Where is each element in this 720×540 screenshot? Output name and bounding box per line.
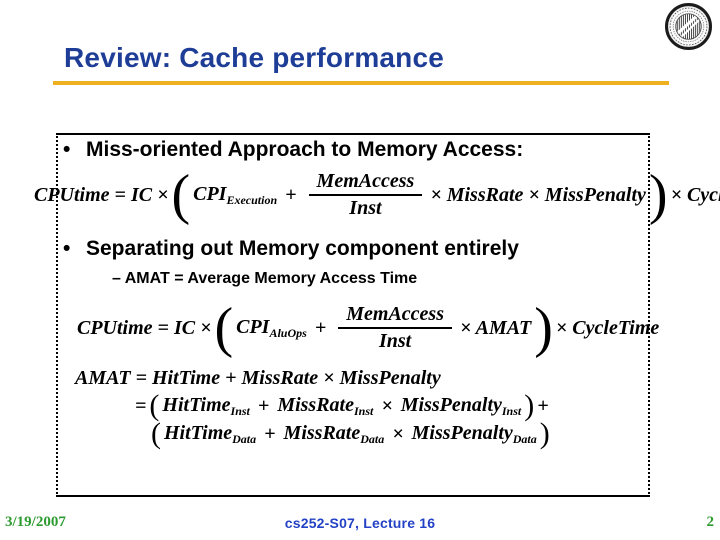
- bullet-icon: •: [63, 138, 71, 161]
- formula-amat-line3: ( HitTimeData + MissRateData × MissPenal…: [150, 418, 551, 450]
- formula1-cpi: CPIExecution: [193, 182, 278, 207]
- hittime-inst-term: HitTimeInst: [162, 393, 250, 418]
- formula2-mid: × AMAT: [460, 316, 532, 339]
- footer-course-label: cs252-S07, Lecture 16: [284, 515, 436, 531]
- missrate-data-term: MissRateData: [283, 421, 385, 446]
- page-number: 2: [706, 514, 715, 530]
- formula2-cpi: CPIAluOps: [236, 315, 307, 340]
- formula-amat-line2: = ( HitTimeInst + MissRateInst × MissPen…: [133, 390, 551, 422]
- formula1-mid: × MissRate × MissPenalty: [430, 183, 646, 206]
- close-paren-glyph: ): [534, 297, 553, 359]
- trailing-plus-operator: +: [537, 394, 549, 417]
- formula2-cpi-subscript: AluOps: [269, 325, 307, 340]
- missrate-inst-term: MissRateInst: [277, 393, 374, 418]
- close-paren-glyph: ): [539, 417, 550, 450]
- formula-cputime-aluops: CPUtime = IC × ( CPIAluOps + MemAccess I…: [75, 299, 661, 357]
- formula1-tail: × CycleTime: [670, 183, 720, 206]
- open-paren-glyph: (: [214, 297, 234, 359]
- bullet-icon: •: [63, 237, 71, 260]
- memaccess-per-inst-fraction: MemAccess Inst: [338, 303, 452, 353]
- memaccess-per-inst-fraction: MemAccess Inst: [308, 170, 423, 220]
- misspenalty-inst-term: MissPenaltyInst: [400, 393, 522, 418]
- page-title: Review: Cache performance: [64, 42, 445, 73]
- formula2-lead: CPUtime = IC ×: [77, 316, 212, 339]
- fraction-denominator: Inst: [338, 327, 452, 353]
- misspenalty-data-term: MissPenaltyData: [411, 421, 537, 446]
- fraction-numerator: MemAccess: [316, 170, 415, 192]
- plus-operator: +: [314, 316, 327, 339]
- plus-operator: +: [264, 422, 276, 445]
- equals-operator: =: [135, 394, 147, 417]
- plus-operator: +: [285, 183, 297, 206]
- bullet-separating-memory: • Separating out Memory component entire…: [63, 237, 519, 261]
- open-paren-glyph: (: [151, 417, 161, 450]
- plus-operator: +: [257, 394, 270, 417]
- footer-date: 3/19/2007: [5, 514, 66, 530]
- formula1-lead: CPUtime = IC ×: [34, 183, 169, 206]
- university-seal-icon: [665, 3, 712, 51]
- open-paren-glyph: (: [171, 164, 191, 226]
- open-paren-glyph: (: [149, 389, 160, 422]
- formula-cputime-miss-oriented: CPUtime = IC × ( CPIExecution + MemAcces…: [32, 166, 720, 224]
- formula2-tail: × CycleTime: [555, 316, 660, 339]
- close-paren-glyph: ): [524, 389, 535, 422]
- times-operator: ×: [381, 394, 393, 417]
- bullet2-label: Separating out Memory component entirely: [86, 237, 519, 260]
- close-paren-glyph: ): [648, 164, 668, 226]
- content-box: [56, 133, 650, 497]
- sub-bullet-amat-definition: – AMAT = Average Memory Access Time: [112, 270, 418, 287]
- title-underline: [53, 81, 669, 85]
- fraction-numerator: MemAccess: [346, 303, 444, 325]
- bullet1-label: Miss-oriented Approach to Memory Access:: [86, 138, 524, 161]
- times-operator: ×: [392, 422, 404, 445]
- formula1-cpi-subscript: Execution: [226, 192, 278, 207]
- fraction-denominator: Inst: [308, 194, 423, 220]
- hittime-data-term: HitTimeData: [164, 421, 257, 446]
- bullet-miss-oriented: • Miss-oriented Approach to Memory Acces…: [63, 138, 523, 162]
- formula-amat-line1: AMAT = HitTime + MissRate × MissPenalty: [75, 366, 441, 389]
